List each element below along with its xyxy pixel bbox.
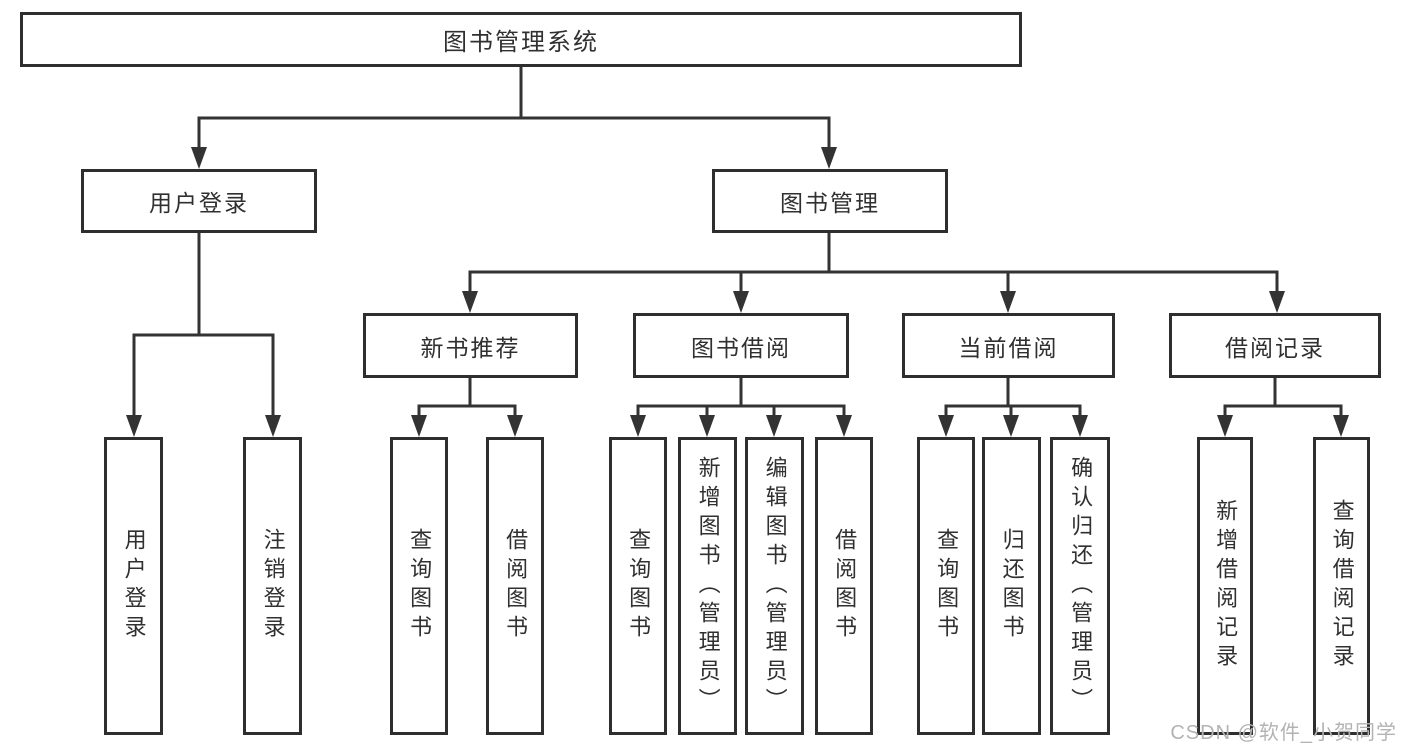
leaf-label: 查询图书 <box>934 528 960 644</box>
leaf-logout: 注销登录 <box>243 437 302 735</box>
node-label: 图书借阅 <box>691 334 791 361</box>
leaf-current-return-book: 归还图书 <box>982 437 1041 735</box>
leaf-recommend-query-book: 查询图书 <box>390 437 448 735</box>
leaf-borrowing-query-book: 查询图书 <box>609 437 667 735</box>
leaf-label: 用户登录 <box>121 528 147 644</box>
leaf-borrowing-borrow-book: 借阅图书 <box>815 437 873 735</box>
node-book-borrowing: 图书借阅 <box>633 313 849 378</box>
arrowheads <box>126 147 1349 437</box>
wire-current-to-leaves <box>944 378 1082 417</box>
wire-borrowing-to-leaves <box>636 378 846 417</box>
leaf-label: 查询图书 <box>407 528 433 644</box>
node-label: 用户登录 <box>149 190 249 216</box>
leaf-label: 编辑图书（管理员） <box>762 455 788 717</box>
node-label: 借阅记录 <box>1225 334 1325 361</box>
node-label: 当前借阅 <box>958 334 1059 361</box>
leaf-label: 注销登录 <box>260 528 286 644</box>
node-library-management-system: 图书管理系统 <box>20 12 1022 67</box>
node-borrowing-records: 借阅记录 <box>1169 313 1381 378</box>
leaf-recommend-borrow-book: 借阅图书 <box>486 437 544 735</box>
node-label: 图书管理系统 <box>443 29 599 56</box>
csdn-watermark: CSDN @软件_小贺同学 <box>1170 722 1397 744</box>
wire-bookmgmt-to-level3 <box>468 233 1279 293</box>
wire-userlogin-to-leaves <box>132 233 275 417</box>
leaf-label: 查询借阅记录 <box>1329 499 1355 673</box>
leaf-label: 借阅图书 <box>503 528 529 644</box>
leaf-label: 新增图书（管理员） <box>695 455 721 717</box>
leaf-label: 借阅图书 <box>832 528 858 644</box>
wire-root-to-level2 <box>197 67 831 149</box>
leaf-label: 查询图书 <box>626 528 652 644</box>
leaf-records-query-record: 查询借阅记录 <box>1313 437 1370 735</box>
wire-recommend-to-leaves <box>417 378 517 417</box>
leaf-current-query-book: 查询图书 <box>917 437 975 735</box>
wire-records-to-leaves <box>1223 378 1343 417</box>
leaf-label: 归还图书 <box>999 528 1025 644</box>
leaf-current-confirm-return-admin: 确认归还（管理员） <box>1050 437 1110 735</box>
node-book-management: 图书管理 <box>712 169 948 233</box>
node-user-login: 用户登录 <box>81 169 317 233</box>
leaf-borrowing-edit-book-admin: 编辑图书（管理员） <box>745 437 804 735</box>
node-label: 图书管理 <box>780 190 880 216</box>
leaf-records-add-record: 新增借阅记录 <box>1197 437 1253 735</box>
node-current-borrowing: 当前借阅 <box>902 313 1115 378</box>
leaf-label: 新增借阅记录 <box>1213 499 1239 673</box>
leaf-user-login: 用户登录 <box>104 437 163 735</box>
leaf-borrowing-add-book-admin: 新增图书（管理员） <box>678 437 737 735</box>
node-new-book-recommend: 新书推荐 <box>363 313 578 378</box>
leaf-label: 确认归还（管理员） <box>1068 455 1094 717</box>
node-label: 新书推荐 <box>420 334 521 361</box>
